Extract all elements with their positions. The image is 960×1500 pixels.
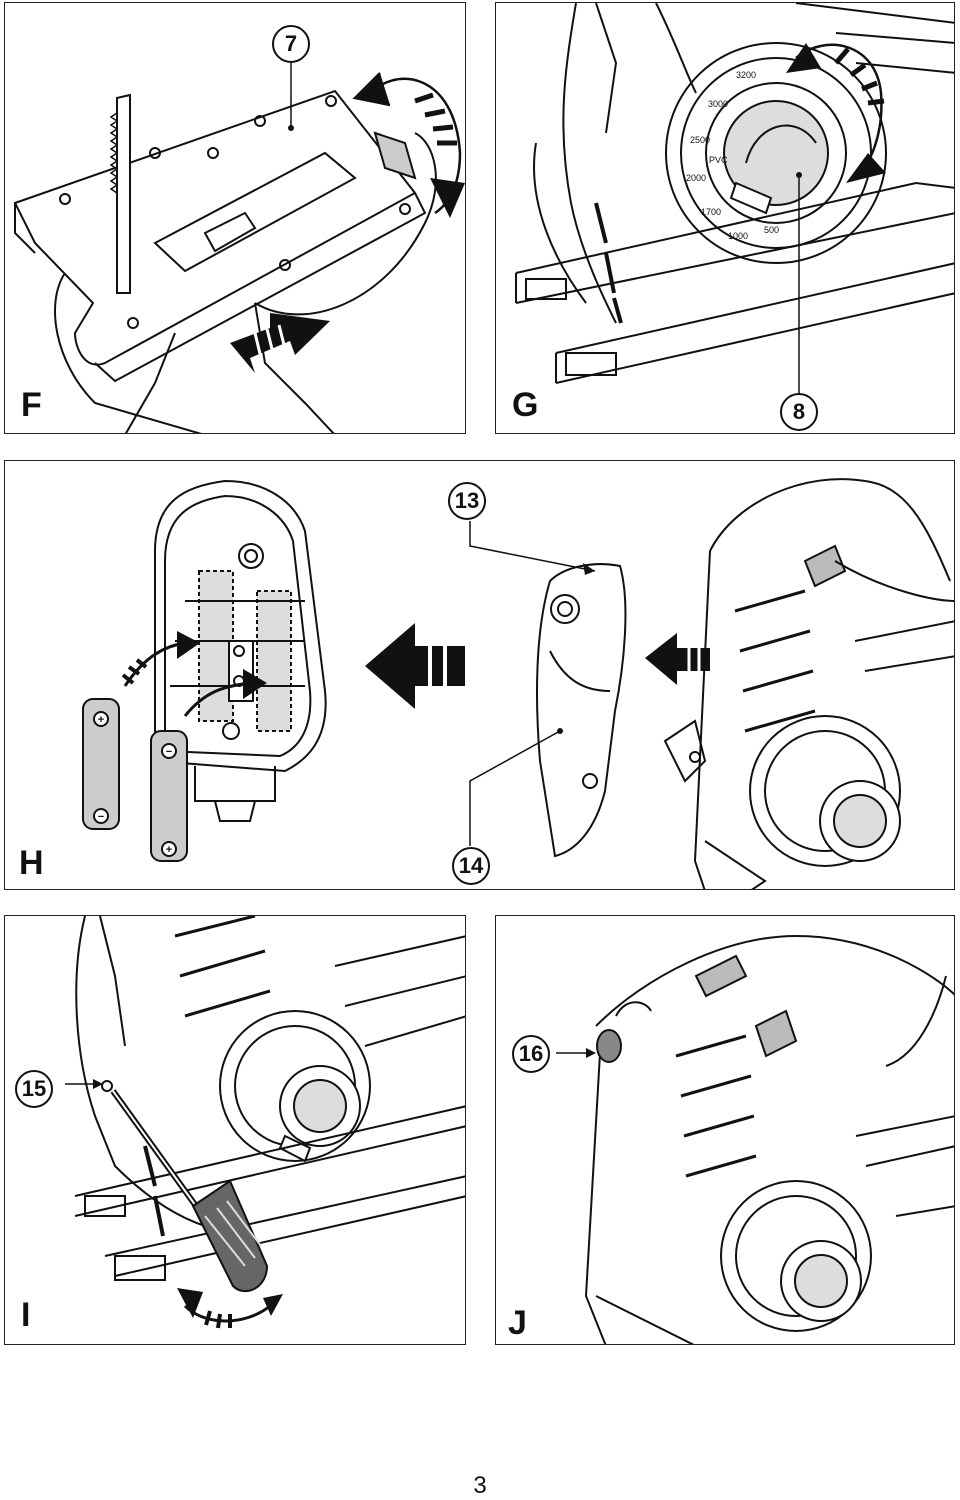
dial-label: PVC [709,155,728,165]
screwdriver-adjustment-illustration [65,916,465,1329]
figure-panel-i: I 15 [4,915,466,1345]
dial-label: 2000 [686,173,706,183]
jigsaw-base-plate-illustration [13,72,465,433]
page-number: 3 [473,1472,487,1499]
figure-panel-f: F 7 [4,2,466,434]
callout-14: 14 [452,847,490,885]
panel-letter: I [21,1296,31,1334]
callout-8: 8 [780,393,818,431]
panel-letter: H [19,844,44,882]
led-light-location-illustration [556,934,954,1344]
dial-label: 1700 [701,207,721,217]
callout-16: 16 [512,1035,550,1073]
callout-15: 15 [15,1070,53,1108]
panel-letter: F [21,386,42,424]
dial-label: 3200 [736,70,756,80]
battery-replacement-illustration: + − − + [82,478,954,889]
battery-plus-label: + [166,844,172,856]
panel-letter: J [508,1304,527,1342]
dial-label: 1000 [728,231,748,241]
battery-minus-label: − [98,811,104,823]
figure-panel-h: + − − + [4,460,955,890]
panel-letter: G [512,386,539,424]
dial-label: 2500 [690,135,710,145]
callout-13: 13 [448,482,486,520]
speed-dial-illustration: 3200 3000 2500 2000 1700 1000 500 PVC [515,3,954,393]
battery-minus-label: − [166,746,172,758]
dial-label: 3000 [708,99,728,109]
battery-plus-label: + [98,714,104,726]
dial-label: 500 [764,225,779,235]
callout-7: 7 [272,25,310,63]
figure-panel-j: J 16 [495,915,955,1345]
figure-panel-g: 3200 3000 2500 2000 1700 1000 500 PVC G … [495,2,955,434]
